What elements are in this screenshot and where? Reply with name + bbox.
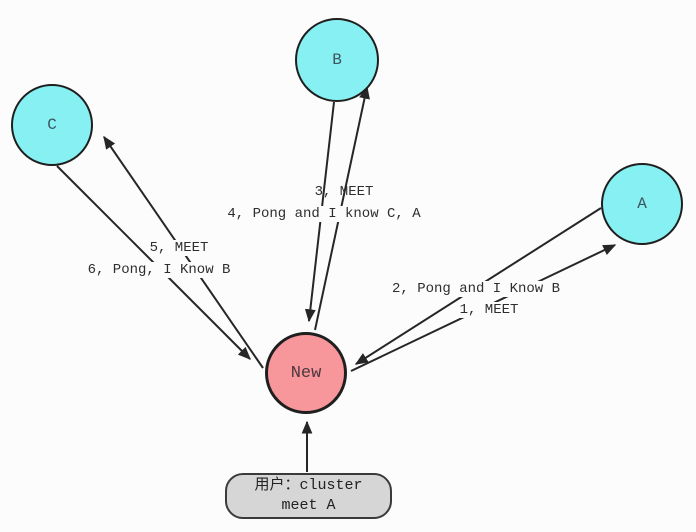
node-new-label: New	[290, 363, 322, 383]
command-line-2: meet A	[281, 497, 336, 514]
user-command-box: 用户：cluster meet A	[225, 473, 392, 519]
edge-label-3-meet: 3, MEET	[314, 184, 374, 200]
edge-label-6-pong-know-b: 6, Pong, I Know B	[86, 262, 232, 278]
node-new: New	[265, 332, 347, 414]
node-b: B	[295, 18, 379, 102]
node-c-label: C	[47, 116, 57, 134]
edge-label-1-meet: 1, MEET	[458, 302, 520, 318]
edge-label-5-meet: 5, MEET	[148, 240, 210, 256]
node-b-label: B	[332, 51, 342, 69]
edge-label-4-pong-know-c-a: 4, Pong and I know C, A	[226, 206, 422, 222]
node-c: C	[11, 84, 93, 166]
node-a-label: A	[637, 195, 647, 213]
node-a: A	[601, 163, 683, 245]
command-line-1: 用户：cluster	[254, 477, 363, 494]
edge-label-2-pong-know-b: 2, Pong and I Know B	[390, 281, 562, 297]
